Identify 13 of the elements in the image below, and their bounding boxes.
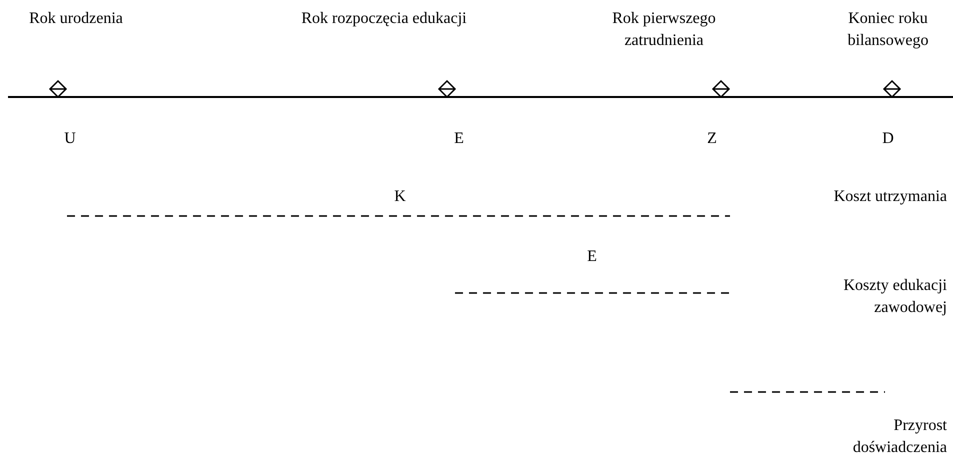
point-letter: E (453, 129, 465, 149)
point-letter: Z (706, 129, 718, 149)
timeline-label: Rok pierwszego zatrudnienia (611, 9, 717, 51)
gain-label: Przyrost doświadczenia (852, 416, 947, 458)
timeline-label: Rok urodzenia (28, 9, 124, 29)
period-letter: K (393, 187, 407, 207)
timeline-label: Koniec roku bilansowego (846, 9, 930, 51)
point-letter: D (881, 129, 895, 149)
cost-label: Koszt utrzymania (832, 187, 947, 207)
point-letter: U (63, 129, 77, 149)
timeline-label: Rok rozpoczęcia edukacji (300, 9, 468, 29)
cost-label: Koszty edukacji zawodowej (842, 276, 947, 318)
period-letter: E (586, 247, 598, 267)
